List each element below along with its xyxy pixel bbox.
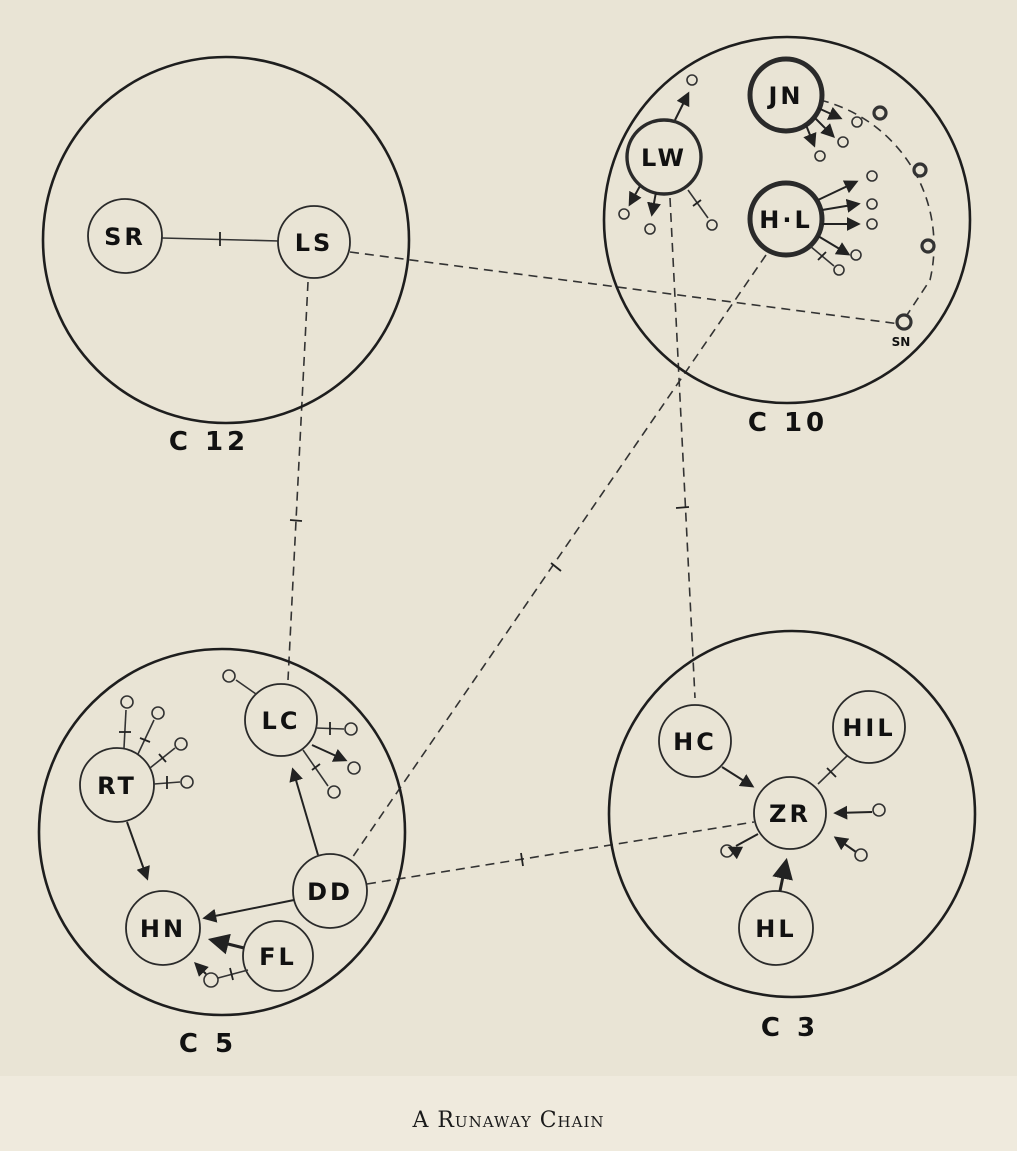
node-zr-label: ZR — [769, 800, 811, 828]
node-ls: LS — [277, 205, 351, 279]
group-c10-circle — [602, 35, 972, 405]
group-c5-circle — [37, 647, 407, 1017]
group-c10: LW JN H·L — [602, 35, 972, 438]
node-hil: HIL — [832, 690, 906, 764]
node-lc-label: LC — [262, 707, 301, 735]
node-lw: LW — [625, 118, 703, 196]
link-dd-zr — [366, 821, 755, 885]
node-sr-label: SR — [104, 223, 146, 251]
node-sr: SR — [87, 198, 163, 274]
link-hl-dd — [351, 254, 767, 859]
node-ls-label: LS — [295, 229, 334, 257]
group-c10-label: C 10 — [748, 408, 828, 438]
node-fl: FL — [242, 920, 314, 992]
group-c12-label: C 12 — [169, 427, 249, 457]
node-lw-label: LW — [641, 144, 687, 172]
node-dd-label: DD — [307, 878, 353, 906]
node-hil-label: HIL — [842, 714, 895, 742]
node-hc-label: HC — [673, 728, 717, 756]
link-ls-sn — [349, 251, 901, 325]
node-hl-c10: H·L — [747, 180, 825, 258]
node-sn: SN — [892, 313, 913, 349]
node-sn-label: SN — [892, 335, 911, 349]
group-c5: LC RT HN — [37, 647, 407, 1059]
diagram-plate: SR LS C 12 LW JN — [37, 35, 977, 1059]
node-hl-c3-label: HL — [755, 915, 796, 943]
node-rt: RT — [79, 747, 155, 823]
group-c12: SR LS C 12 — [41, 55, 411, 457]
inter-group-links — [287, 197, 901, 885]
node-dd: DD — [292, 853, 368, 929]
node-jn-label: JN — [766, 82, 803, 110]
node-rt-label: RT — [97, 772, 137, 800]
group-c12-circle — [41, 55, 411, 425]
node-hl-c10-label: H·L — [759, 206, 813, 234]
group-c3: HC HIL ZR HL C 3 — [607, 629, 977, 1043]
node-hn-label: HN — [140, 915, 186, 943]
figure-caption: A Runaway Chain — [412, 1108, 605, 1133]
node-jn: JN — [747, 56, 825, 134]
group-c5-label: C 5 — [179, 1029, 237, 1059]
node-hc: HC — [658, 704, 732, 778]
node-zr: ZR — [753, 776, 827, 850]
dashed-arc — [819, 99, 935, 319]
sociogram-diagram: SR LS C 12 LW JN — [37, 35, 977, 1059]
link-lw-hc — [669, 197, 696, 699]
node-hl-c3: HL — [738, 890, 814, 966]
node-hn: HN — [125, 890, 201, 966]
node-lc: LC — [244, 683, 318, 757]
group-c3-label: C 3 — [761, 1013, 819, 1043]
group-c3-circle — [607, 629, 977, 999]
link-ls-lc — [287, 281, 309, 681]
node-fl-label: FL — [259, 943, 297, 971]
